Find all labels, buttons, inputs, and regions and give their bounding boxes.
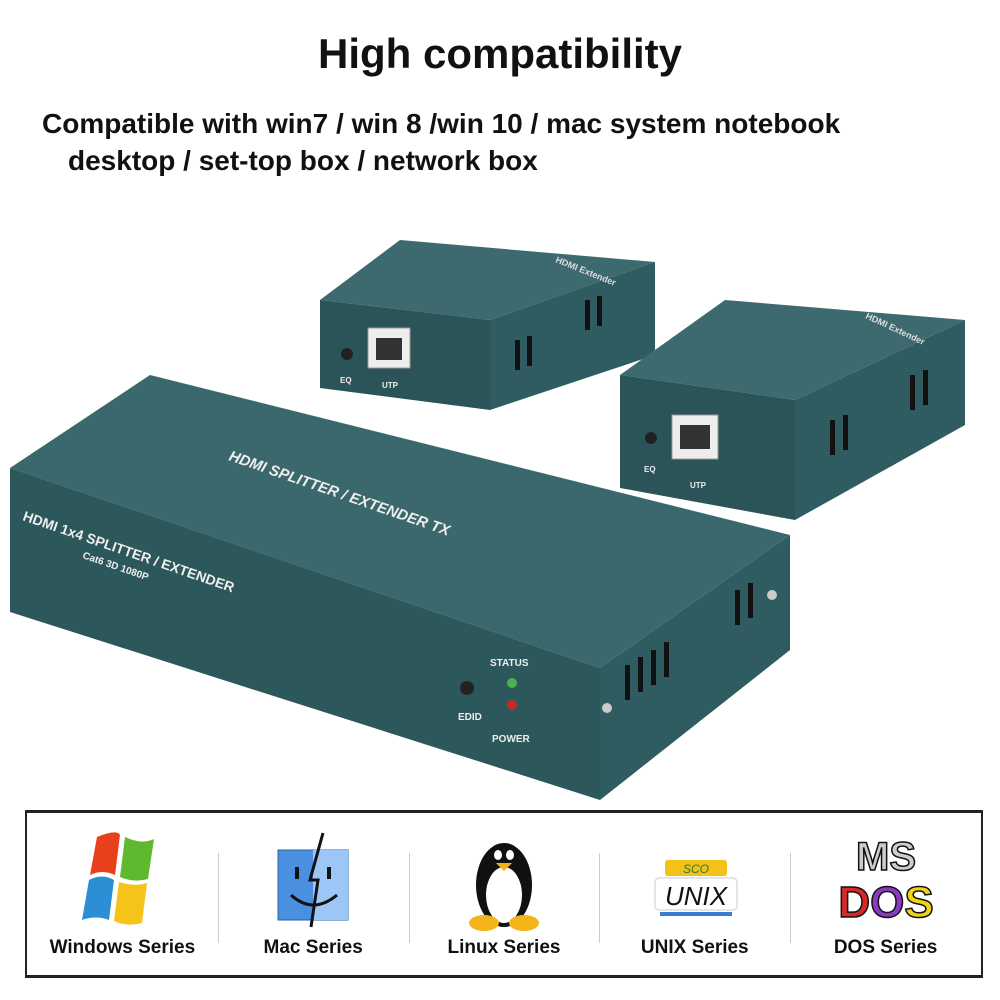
sco-unix-icon: SCO UNIX — [654, 860, 738, 916]
screw-icon — [602, 703, 612, 713]
product-illustration: HDMI Extender EQ UTP HDMI Extender EQ UT… — [10, 240, 965, 800]
status-label: STATUS — [490, 658, 529, 669]
linux-tux-icon — [468, 843, 539, 931]
eq-knob[interactable] — [645, 432, 657, 444]
os-label: Mac Series — [263, 937, 363, 958]
power-label: POWER — [492, 734, 531, 745]
transmitter: HDMI SPLITTER / EXTENDER TX HDMI 1x4 SPL… — [10, 375, 790, 800]
utp-label: UTP — [382, 381, 399, 390]
svg-text:UNIX: UNIX — [665, 881, 729, 911]
os-compatibility-list: Windows Series Mac Series Linux Series S… — [25, 810, 983, 978]
subtitle-line-2: desktop / set-top box / network box — [68, 145, 538, 176]
eq-label: EQ — [340, 376, 352, 385]
subtitle-line-1: Compatible with win7 / win 8 /win 10 / m… — [42, 108, 841, 139]
mac-finder-icon — [277, 832, 349, 928]
svg-text:DOS: DOS — [838, 878, 933, 927]
os-label: Linux Series — [447, 937, 561, 958]
edid-button[interactable] — [460, 681, 474, 695]
utp-label: UTP — [690, 481, 707, 490]
os-label: UNIX Series — [640, 937, 749, 958]
eq-label: EQ — [644, 465, 656, 474]
os-label: DOS Series — [833, 937, 938, 958]
screw-icon — [767, 590, 777, 600]
svg-text:SCO: SCO — [683, 862, 709, 876]
power-led — [507, 700, 517, 710]
os-item-linux: Linux Series — [408, 813, 600, 975]
os-label: Windows Series — [49, 937, 196, 958]
receiver-1: HDMI Extender EQ UTP — [320, 240, 655, 410]
tx-badge: TX — [428, 517, 453, 540]
receiver-2: HDMI Extender EQ UTP — [620, 300, 965, 520]
os-item-mac: Mac Series — [217, 813, 409, 975]
edid-label: EDID — [458, 712, 482, 723]
os-item-windows: Windows Series — [27, 813, 218, 975]
status-led — [507, 678, 517, 688]
os-item-dos: MS DOS DOS Series — [790, 813, 981, 975]
svg-text:MS: MS — [856, 835, 916, 879]
ms-dos-icon: MS DOS — [837, 834, 934, 928]
eq-knob[interactable] — [341, 348, 353, 360]
windows-logo-icon — [82, 832, 155, 925]
page-title: High compatibility — [317, 30, 682, 77]
os-item-unix: SCO UNIX UNIX Series — [599, 813, 790, 975]
